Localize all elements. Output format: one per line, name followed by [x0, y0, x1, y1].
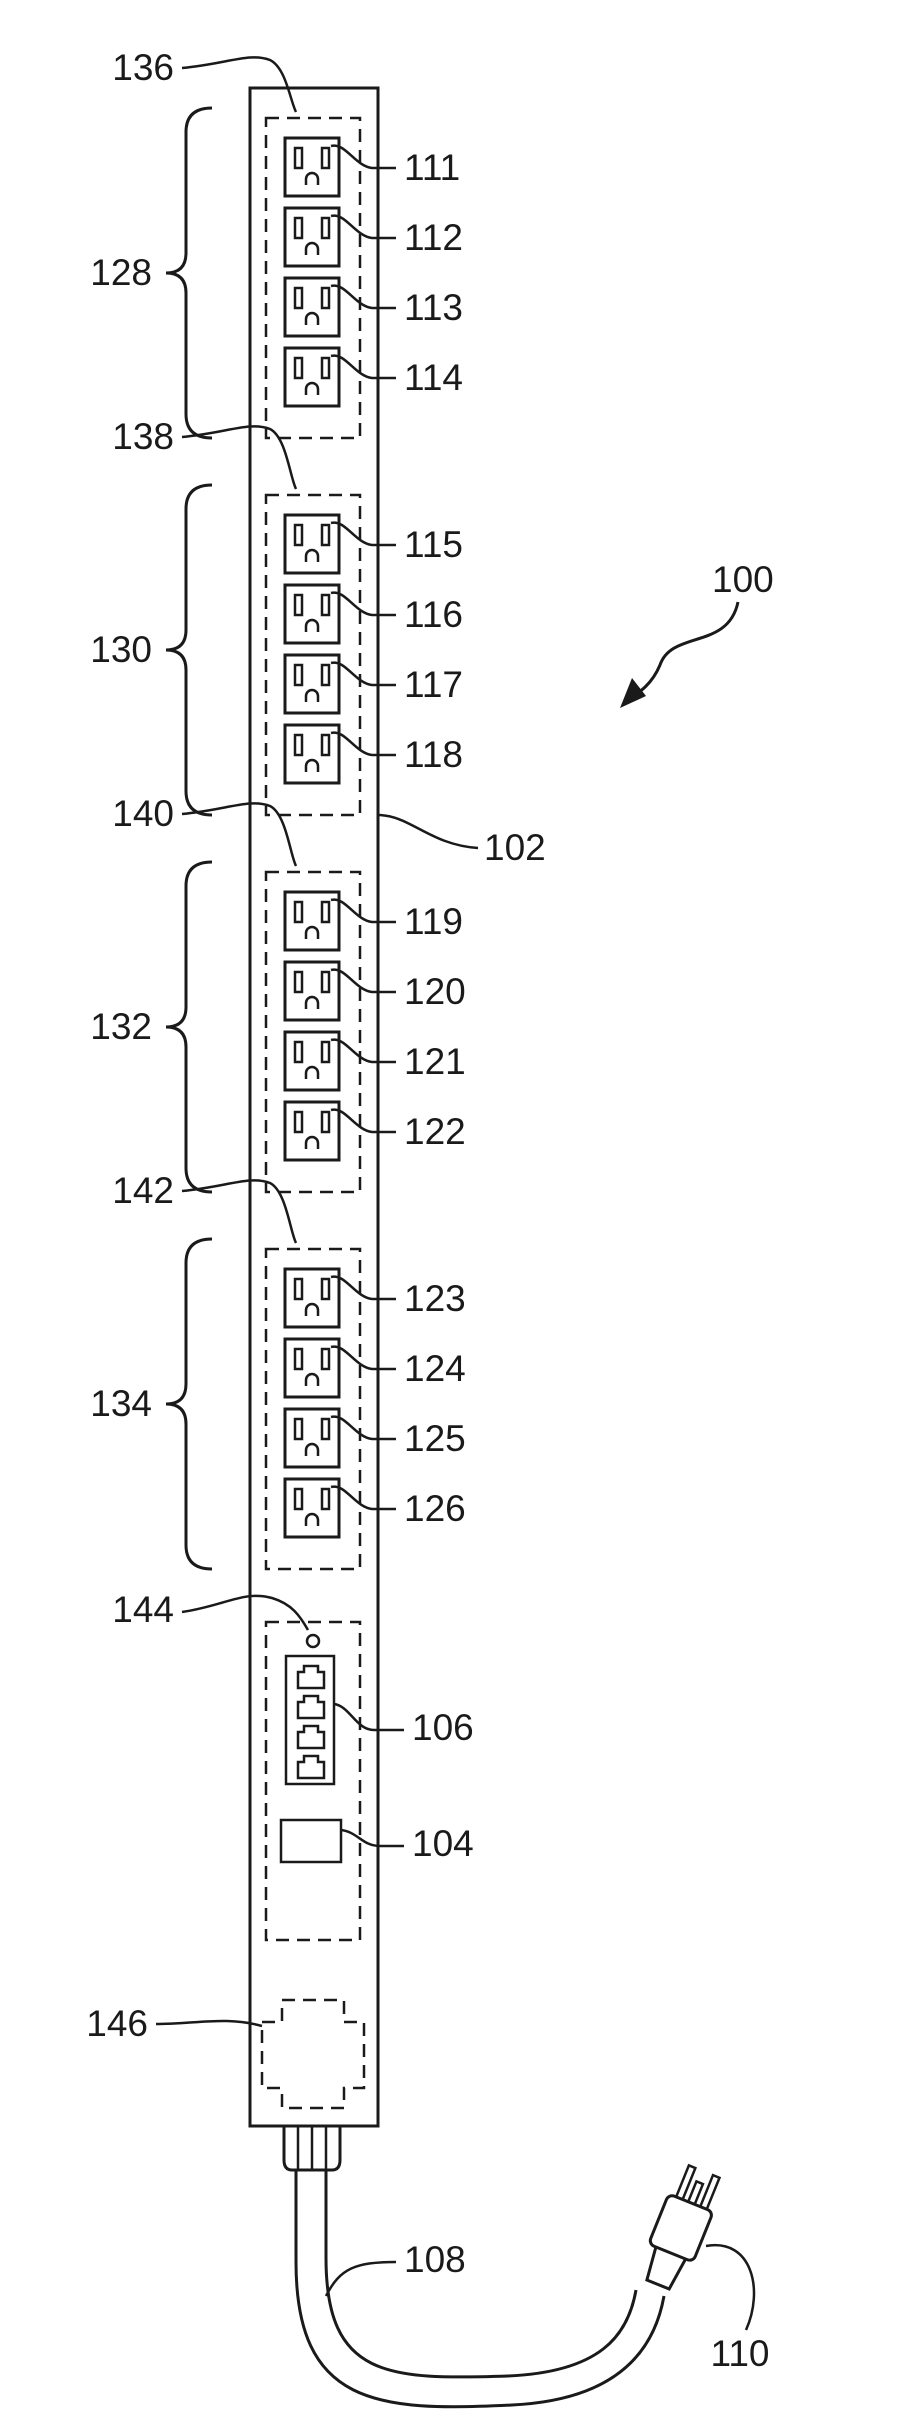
- leader-outlet-115: [331, 523, 396, 545]
- leader-outlet-113: [331, 286, 396, 308]
- outlet-125: [285, 1409, 339, 1467]
- label-outlet-124: 124: [404, 1348, 466, 1389]
- leader-cord: [326, 2262, 396, 2296]
- group-brackets: 128 130 132 134: [90, 108, 212, 1569]
- leader-controller: [182, 1596, 308, 1630]
- label-outlet-120: 120: [404, 971, 466, 1012]
- callouts: 111 112 113 114 136 115 116 117 118 138 119 120 121 1…: [86, 47, 773, 2374]
- outlet-111: [285, 138, 339, 196]
- bracket-132: [166, 862, 212, 1192]
- network-port-block: [286, 1656, 334, 1784]
- label-bracket-130: 130: [90, 629, 152, 670]
- label-outlet-122: 122: [404, 1111, 466, 1152]
- leader-outlet-124: [331, 1347, 396, 1369]
- label-outlet-113: 113: [404, 287, 463, 328]
- leader-network-ports: [334, 1704, 404, 1730]
- leader-plug: [706, 2245, 754, 2330]
- outlet-122: [285, 1102, 339, 1160]
- leader-outlet-119: [331, 900, 396, 922]
- label-cord: 108: [404, 2239, 466, 2280]
- label-outlet-114: 114: [404, 357, 463, 398]
- leader-outlet-120: [331, 970, 396, 992]
- label-display: 104: [412, 1823, 474, 1864]
- plug: [636, 2162, 726, 2293]
- label-outlet-123: 123: [404, 1278, 466, 1319]
- label-group-140: 140: [112, 793, 174, 834]
- device-arrow: [620, 602, 738, 708]
- label-plug: 110: [711, 2333, 770, 2374]
- label-outlet-118: 118: [404, 734, 463, 775]
- leader-display: [341, 1830, 404, 1846]
- label-bracket-134: 134: [90, 1383, 152, 1424]
- outlet-126: [285, 1479, 339, 1537]
- plug-prong-right: [700, 2175, 719, 2209]
- rj-port-2: [298, 1696, 324, 1718]
- bracket-128: [166, 108, 212, 438]
- strain-relief: [284, 2126, 340, 2170]
- leader-outlet-114: [331, 356, 396, 378]
- label-outlet-126: 126: [404, 1488, 466, 1529]
- label-outlet-112: 112: [404, 217, 463, 258]
- label-inlet-module: 146: [86, 2003, 148, 2044]
- bracket-134: [166, 1239, 212, 1569]
- outlet-119: [285, 892, 339, 950]
- plug-ground-pin: [688, 2181, 703, 2204]
- outlet-115: [285, 515, 339, 573]
- leader-outlet-117: [331, 663, 396, 685]
- label-housing: 102: [484, 827, 546, 868]
- controller-module-box-144: [266, 1622, 360, 1940]
- outlet-120: [285, 962, 339, 1020]
- leader-outlet-126: [331, 1487, 396, 1509]
- outlets: [285, 138, 339, 1537]
- label-outlet-116: 116: [404, 594, 463, 635]
- outlet-123: [285, 1269, 339, 1327]
- label-outlet-117: 117: [404, 664, 463, 705]
- display-panel: [281, 1820, 341, 1862]
- label-outlet-115: 115: [404, 524, 463, 565]
- inlet-module: [262, 2000, 364, 2108]
- label-device: 100: [712, 559, 774, 600]
- leader-outlet-111: [331, 146, 396, 168]
- leader-outlet-112: [331, 216, 396, 238]
- outlet-112: [285, 208, 339, 266]
- rj-ports: [298, 1666, 324, 1778]
- leader-outlet-123: [331, 1277, 396, 1299]
- device-arrowhead: [620, 678, 646, 708]
- label-outlet-125: 125: [404, 1418, 466, 1459]
- leader-outlet-122: [331, 1110, 396, 1132]
- outlet-114: [285, 348, 339, 406]
- label-outlet-121: 121: [404, 1041, 466, 1082]
- leader-outlet-116: [331, 593, 396, 615]
- rj-port-4: [298, 1756, 324, 1778]
- leader-outlet-121: [331, 1040, 396, 1062]
- leader-group-136: [182, 57, 296, 112]
- label-network-ports: 106: [412, 1707, 474, 1748]
- outlet-118: [285, 725, 339, 783]
- rj-port-1: [298, 1666, 324, 1688]
- power-cord: [296, 2170, 664, 2407]
- label-group-138: 138: [112, 416, 174, 457]
- rj-port-3: [298, 1726, 324, 1748]
- outlet-113: [285, 278, 339, 336]
- label-outlet-119: 119: [404, 901, 463, 942]
- label-group-136: 136: [112, 47, 174, 88]
- label-bracket-132: 132: [90, 1006, 152, 1047]
- outlet-124: [285, 1339, 339, 1397]
- leader-outlet-125: [331, 1417, 396, 1439]
- leader-inlet-module: [156, 2021, 262, 2026]
- label-bracket-128: 128: [90, 252, 152, 293]
- leader-outlet-118: [331, 733, 396, 755]
- leader-housing: [378, 815, 478, 848]
- label-outlet-111: 111: [404, 147, 460, 188]
- outlet-116: [285, 585, 339, 643]
- label-group-142: 142: [112, 1170, 174, 1211]
- status-indicator: [307, 1635, 319, 1647]
- outlet-117: [285, 655, 339, 713]
- bracket-130: [166, 485, 212, 815]
- outlet-121: [285, 1032, 339, 1090]
- label-controller: 144: [112, 1589, 174, 1630]
